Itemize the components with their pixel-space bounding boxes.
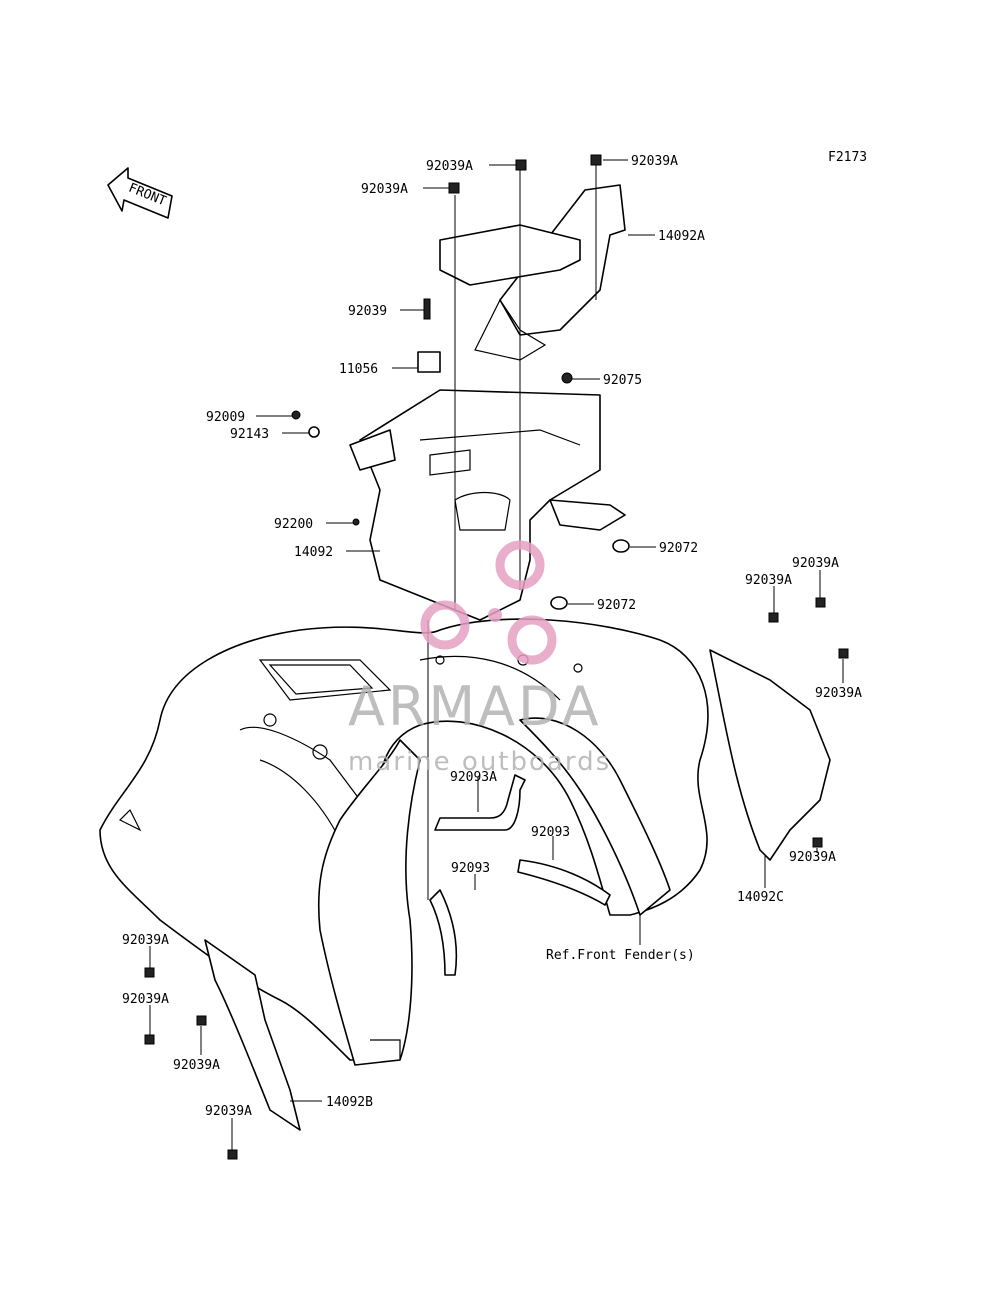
label-11056: 11056 <box>339 362 378 377</box>
label-92093A: 92093A <box>450 770 497 785</box>
label-92072-upper: 92072 <box>659 541 698 556</box>
front-direction-arrow-icon: FRONT <box>107 167 173 219</box>
label-92039A-left-1: 92039A <box>122 933 169 948</box>
watermark-brand: ARMADA <box>348 675 602 738</box>
label-92039A-right-3: 92039A <box>815 686 862 701</box>
mudguard-tray-14092 <box>349 389 626 621</box>
label-92039A-left-4: 92039A <box>205 1104 252 1119</box>
leader-lines <box>149 159 844 1150</box>
side-mudguard-14092C <box>709 649 831 861</box>
label-92039A-top-right: 92039A <box>631 154 678 169</box>
label-92143: 92143 <box>230 427 269 442</box>
watermark-logo-icon <box>420 540 557 665</box>
hose-92093A <box>434 774 526 831</box>
side-mudguard-14092B <box>204 939 301 1131</box>
left-inner-fender <box>317 739 421 1066</box>
label-92039A-right-4: 92039A <box>789 850 836 865</box>
label-92039A-right-1: 92039A <box>745 573 792 588</box>
label-92072-lower: 92072 <box>597 598 636 613</box>
label-92039A-left-2: 92039A <box>122 992 169 1007</box>
label-14092C: 14092C <box>737 890 784 905</box>
label-92039: 92039 <box>348 304 387 319</box>
label-92039A-right-2: 92039A <box>792 556 839 571</box>
watermark: ARMADA marine outboards <box>348 540 611 777</box>
label-92200: 92200 <box>274 517 313 532</box>
label-14092A: 14092A <box>658 229 705 244</box>
label-92093-right: 92093 <box>531 825 570 840</box>
part-labels: 92039A 92039A 92039A 14092A 92039 11056 … <box>122 154 862 1119</box>
watermark-tagline: marine outboards <box>348 747 611 777</box>
right-inner-fender <box>519 717 671 916</box>
label-92009: 92009 <box>206 410 245 425</box>
hose-92093-left <box>429 889 458 976</box>
label-92093-left: 92093 <box>451 861 490 876</box>
reference-note: Ref.Front Fender(s) <box>546 948 695 963</box>
label-92039A-left-3: 92039A <box>173 1058 220 1073</box>
label-92075: 92075 <box>603 373 642 388</box>
label-92039A-top-center: 92039A <box>426 159 473 174</box>
figure-code: F2173 <box>828 150 867 165</box>
hose-92093-right <box>517 859 611 906</box>
upper-mudguard-14092A <box>439 184 626 361</box>
label-92039A-top-left: 92039A <box>361 182 408 197</box>
label-14092: 14092 <box>294 545 333 560</box>
label-14092B: 14092B <box>326 1095 373 1110</box>
